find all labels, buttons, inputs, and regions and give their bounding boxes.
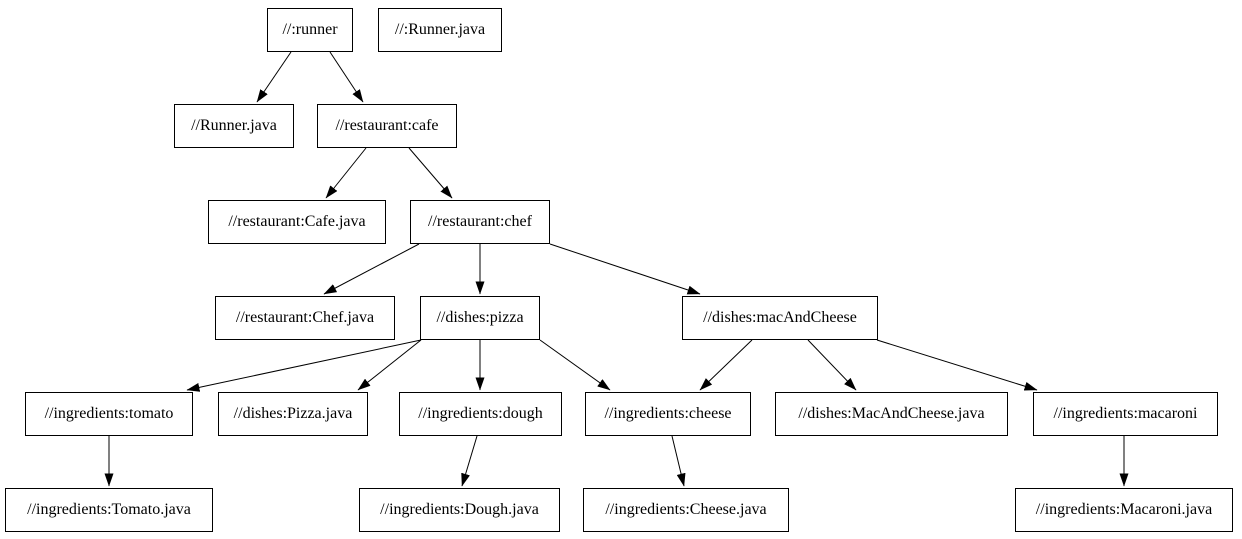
graph-edge-cafe-to-chef [408, 147, 453, 199]
graph-edge-mac-and-cheese-to-cheese [699, 339, 753, 391]
graph-edge-runner-to-runner-java [256, 51, 292, 103]
graph-edge-pizza-to-tomato [186, 339, 422, 392]
graph-edge-cafe-to-cafe-java [325, 147, 367, 199]
graph-node-cheese-java: //ingredients:Cheese.java [583, 488, 789, 532]
graph-node-dough: //ingredients:dough [399, 392, 562, 436]
graph-edge-runner-to-cafe [329, 51, 364, 103]
graph-node-runner: //:runner [267, 8, 353, 52]
graph-edge-chef-to-chef-java [323, 243, 420, 295]
graph-node-pizza: //dishes:pizza [420, 296, 540, 340]
graph-node-tomato: //ingredients:tomato [25, 392, 193, 436]
graph-node-macaroni-java: //ingredients:Macaroni.java [1015, 488, 1233, 532]
graph-node-runner-java-root: //:Runner.java [378, 8, 502, 52]
graph-node-runner-java: //Runner.java [174, 104, 294, 148]
graph-node-cheese: //ingredients:cheese [585, 392, 751, 436]
graph-edge-cheese-to-cheese-java [671, 435, 686, 487]
graph-node-chef: //restaurant:chef [410, 200, 550, 244]
graph-node-pizza-java: //dishes:Pizza.java [218, 392, 368, 436]
graph-edge-chef-to-mac-and-cheese [549, 243, 701, 295]
graph-node-chef-java: //restaurant:Chef.java [215, 296, 395, 340]
graph-node-dough-java: //ingredients:Dough.java [359, 488, 560, 532]
graph-node-mac-and-cheese-java: //dishes:MacAndCheese.java [775, 392, 1008, 436]
graph-edge-mac-and-cheese-to-mac-and-cheese-java [807, 339, 857, 391]
graph-edge-pizza-to-pizza-java [357, 339, 422, 391]
graph-edge-dough-to-dough-java [461, 435, 478, 487]
graph-edge-mac-and-cheese-to-macaroni [876, 339, 1038, 391]
graph-edge-pizza-to-cheese [539, 339, 611, 391]
graph-node-macaroni: //ingredients:macaroni [1033, 392, 1218, 436]
graph-node-mac-and-cheese: //dishes:macAndCheese [682, 296, 878, 340]
graph-node-tomato-java: //ingredients:Tomato.java [5, 488, 213, 532]
graph-node-cafe-java: //restaurant:Cafe.java [208, 200, 386, 244]
graph-node-cafe: //restaurant:cafe [317, 104, 457, 148]
